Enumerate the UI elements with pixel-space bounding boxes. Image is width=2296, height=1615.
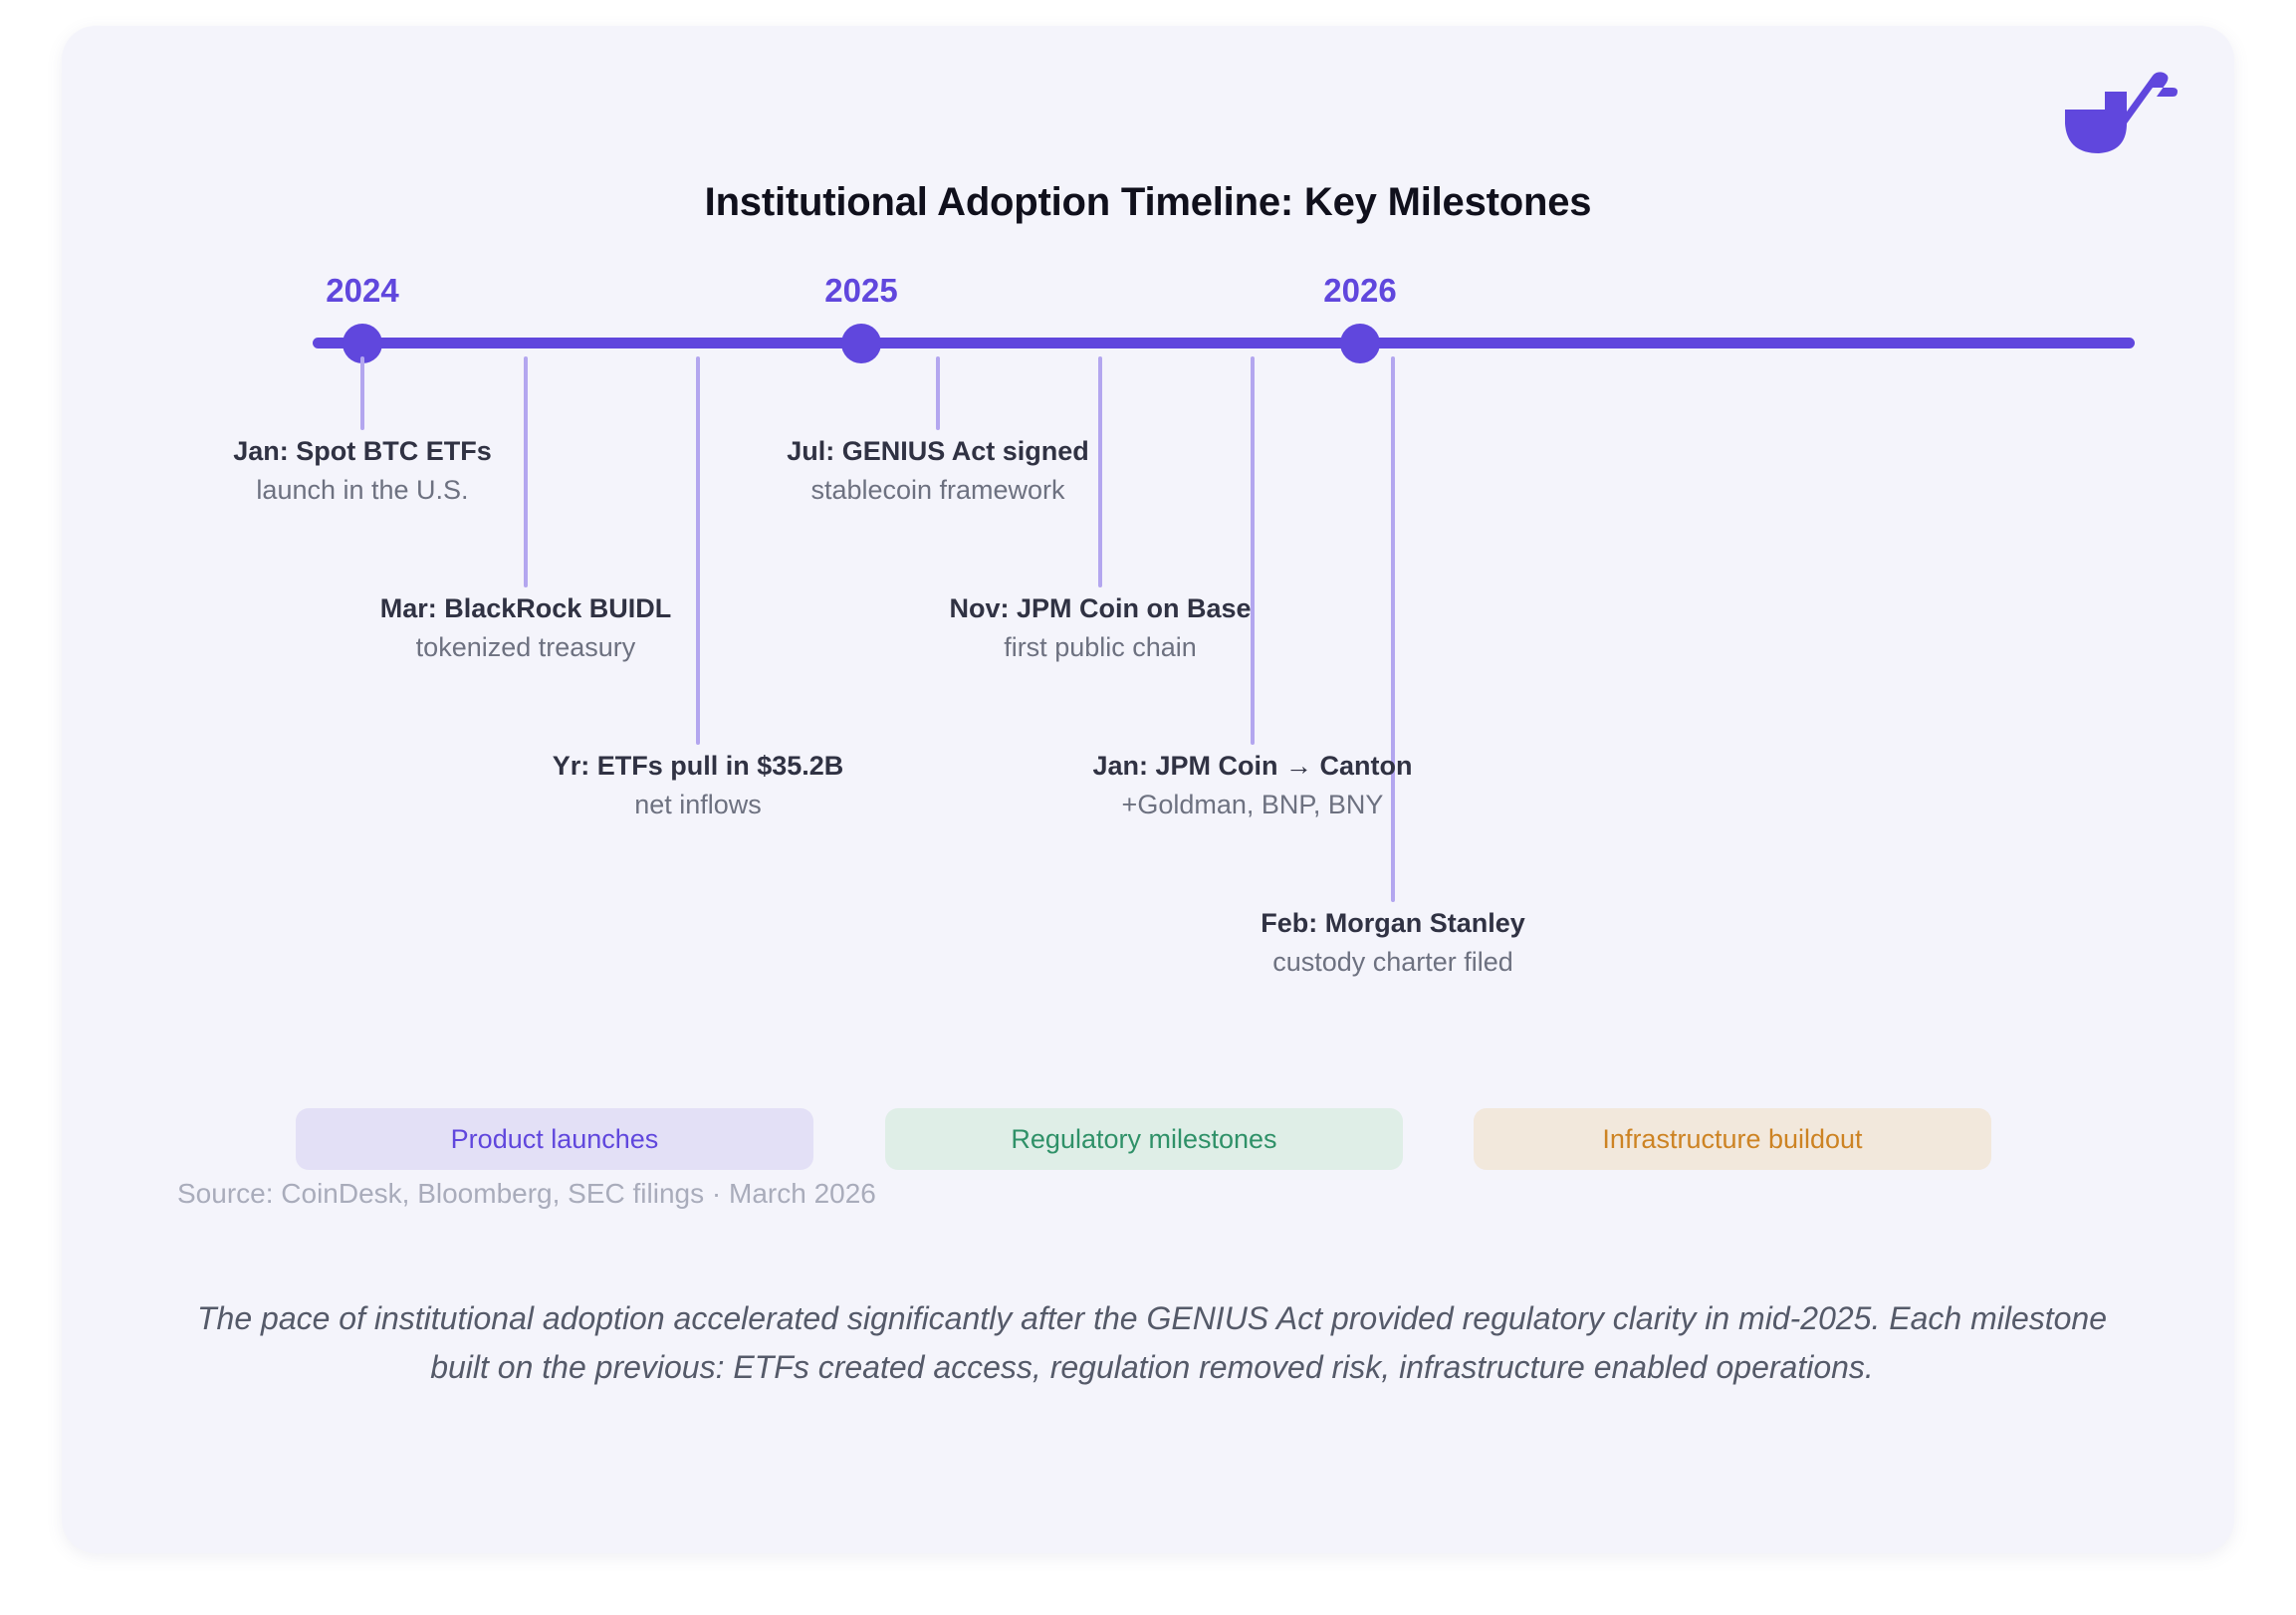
pipe-checkmark-logo: [2061, 68, 2179, 157]
milestone-title: Feb: Morgan Stanley: [1261, 908, 1525, 938]
legend-chip-product-launches[interactable]: Product launches: [296, 1108, 813, 1170]
milestone-subtitle: net inflows: [634, 789, 762, 819]
year-label-2026: 2026: [1323, 272, 1397, 309]
milestone-blackrock-buidl[interactable]: Mar: BlackRock BUIDL tokenized treasury: [380, 591, 672, 665]
connector-jpm-coin-base: [1098, 356, 1102, 587]
milestone-subtitle: tokenized treasury: [415, 631, 636, 662]
milestone-subtitle: stablecoin framework: [810, 474, 1065, 505]
connector-jpm-coin-canton: [1251, 356, 1255, 745]
milestone-spot-btc-etfs[interactable]: Jan: Spot BTC ETFs launch in the U.S.: [233, 434, 492, 508]
milestone-jpm-coin-canton[interactable]: Jan: JPM Coin → Canton +Goldman, BNP, BN…: [1092, 749, 1412, 822]
year-node-2026[interactable]: [1340, 324, 1380, 363]
infographic-card: Institutional Adoption Timeline: Key Mil…: [62, 26, 2234, 1553]
page-title: Institutional Adoption Timeline: Key Mil…: [704, 180, 1592, 224]
milestone-subtitle: +Goldman, BNP, BNY: [1121, 789, 1384, 819]
year-label-2024: 2024: [326, 272, 399, 309]
milestone-title: Jul: GENIUS Act signed: [787, 436, 1089, 466]
milestone-title: Jan: Spot BTC ETFs: [233, 436, 492, 466]
milestone-subtitle: launch in the U.S.: [256, 474, 469, 505]
milestone-title: Jan: JPM Coin → Canton: [1092, 751, 1413, 781]
milestone-morgan-stanley[interactable]: Feb: Morgan Stanley custody charter file…: [1261, 906, 1525, 980]
milestone-title: Yr: ETFs pull in $35.2B: [552, 751, 844, 781]
timeline-axis: [313, 338, 2135, 348]
year-label-2025: 2025: [824, 272, 898, 309]
milestone-subtitle: custody charter filed: [1272, 946, 1513, 977]
year-node-2025[interactable]: [841, 324, 881, 363]
milestone-etf-inflows[interactable]: Yr: ETFs pull in $35.2B net inflows: [553, 749, 844, 822]
source-note: Source: CoinDesk, Bloomberg, SEC filings…: [177, 1178, 876, 1209]
milestone-jpm-coin-base[interactable]: Nov: JPM Coin on Base first public chain: [949, 591, 1251, 665]
milestone-title: Mar: BlackRock BUIDL: [379, 593, 672, 623]
timeline-chart: 2024 2025 2026 Jan: Spot BTC ETFs launch…: [62, 26, 2234, 1553]
milestone-genius-act[interactable]: Jul: GENIUS Act signed stablecoin framew…: [787, 434, 1089, 508]
connector-blackrock-buidl: [524, 356, 528, 587]
legend-chip-infrastructure-buildout[interactable]: Infrastructure buildout: [1474, 1108, 1991, 1170]
milestone-title: Nov: JPM Coin on Base: [949, 593, 1252, 623]
milestone-subtitle: first public chain: [1004, 631, 1197, 662]
connector-genius-act: [936, 356, 940, 430]
caption-text: The pace of institutional adoption accel…: [196, 1300, 2108, 1385]
connector-morgan-stanley: [1391, 356, 1395, 902]
connector-etf-inflows: [696, 356, 700, 745]
connector-spot-btc-etfs: [360, 356, 364, 430]
legend-chip-regulatory-milestones[interactable]: Regulatory milestones: [885, 1108, 1403, 1170]
